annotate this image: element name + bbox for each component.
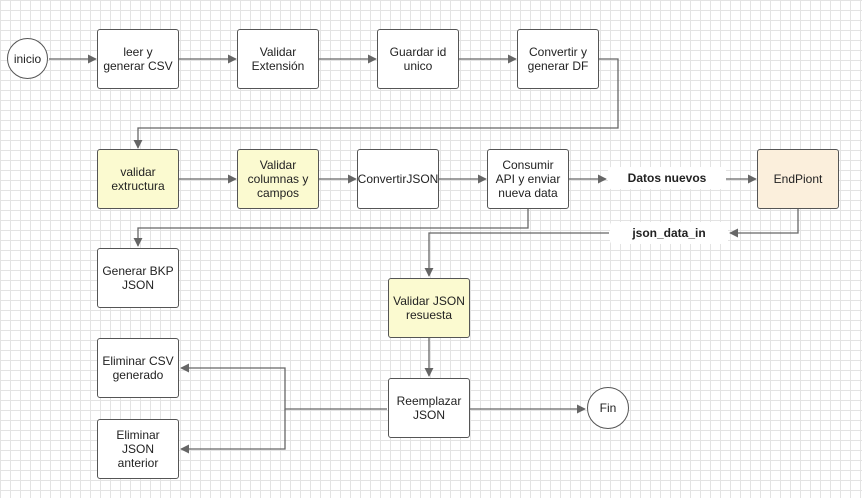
guardar-id-node[interactable]: Guardar id unico — [377, 29, 459, 89]
start-node[interactable]: inicio — [7, 38, 48, 79]
consumir-api-node[interactable]: Consumir API y enviar nueva data — [487, 149, 569, 209]
convertir-df-node[interactable]: Convertir y generar DF — [517, 29, 599, 89]
eliminar-csv-node[interactable]: Eliminar CSV generado — [97, 338, 179, 398]
edge-endpoint-json-data-in — [729, 209, 799, 238]
validar-json-node[interactable]: Validar JSON resuesta — [388, 278, 470, 338]
validar-columnas-node[interactable]: Validar columnas y campos — [237, 149, 319, 209]
edge-json-data-in-validar-json — [424, 232, 609, 277]
json-data-in-label: json_data_in — [610, 222, 728, 244]
endpoint-node[interactable]: EndPiont — [757, 149, 839, 209]
datos-nuevos-label: Datos nuevos — [608, 167, 726, 189]
edge-convertir-validar-extructura — [133, 58, 619, 149]
validar-extructura-node[interactable]: validar extructura — [97, 149, 179, 209]
edge-consumir-generar-bkp — [133, 209, 529, 247]
edge-reemplazar-eliminar-json — [180, 409, 286, 454]
leer-csv-node[interactable]: leer y generar CSV — [97, 29, 179, 89]
validar-extension-node[interactable]: Validar Extensión — [237, 29, 319, 89]
eliminar-json-node[interactable]: Eliminar JSON anterior — [97, 419, 179, 479]
edge-reemplazar-eliminar-csv — [180, 363, 387, 410]
convertir-json-node[interactable]: ConvertirJSON — [357, 149, 439, 209]
reemplazar-json-node[interactable]: Reemplazar JSON — [388, 378, 470, 438]
generar-bkp-node[interactable]: Generar BKP JSON — [97, 248, 179, 308]
end-node[interactable]: Fin — [587, 387, 629, 429]
